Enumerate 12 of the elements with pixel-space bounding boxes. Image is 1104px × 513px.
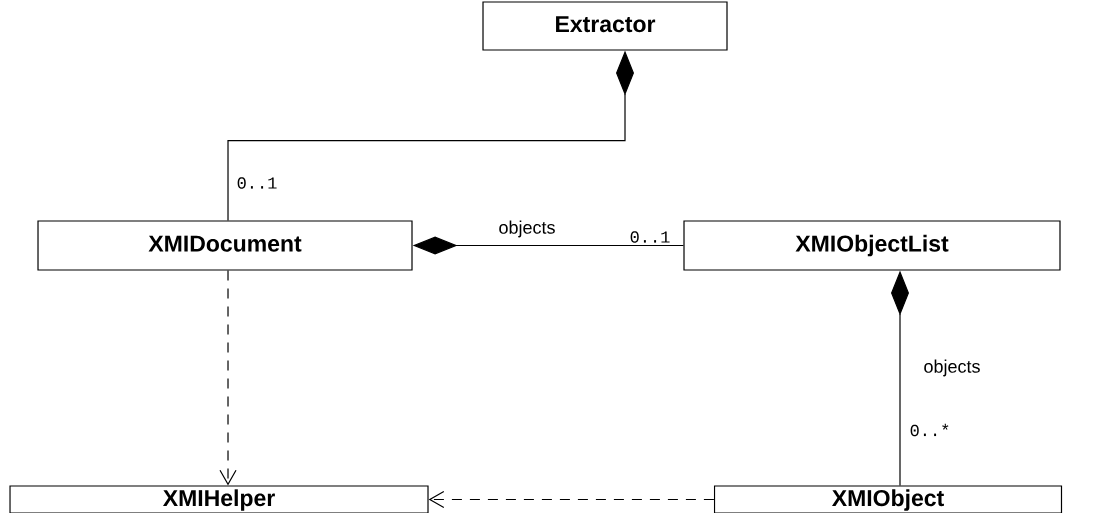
dependency-arrow [428, 490, 715, 509]
class-box: XMIDocument [37, 220, 413, 271]
edge-label: objects [922, 358, 982, 378]
class-box: XMIHelper [9, 485, 429, 513]
multiplicity-label: 0..* [908, 422, 952, 438]
edge-label: objects [497, 219, 557, 239]
class-box: Extractor [482, 1, 728, 51]
multiplicity-label: 0..1 [235, 176, 279, 190]
class-box: XMIObject [713, 485, 1063, 513]
class-box: XMIObjectList [683, 220, 1061, 271]
multiplicity-label: 0..1 [628, 230, 672, 244]
dependency-arrow [219, 270, 237, 486]
